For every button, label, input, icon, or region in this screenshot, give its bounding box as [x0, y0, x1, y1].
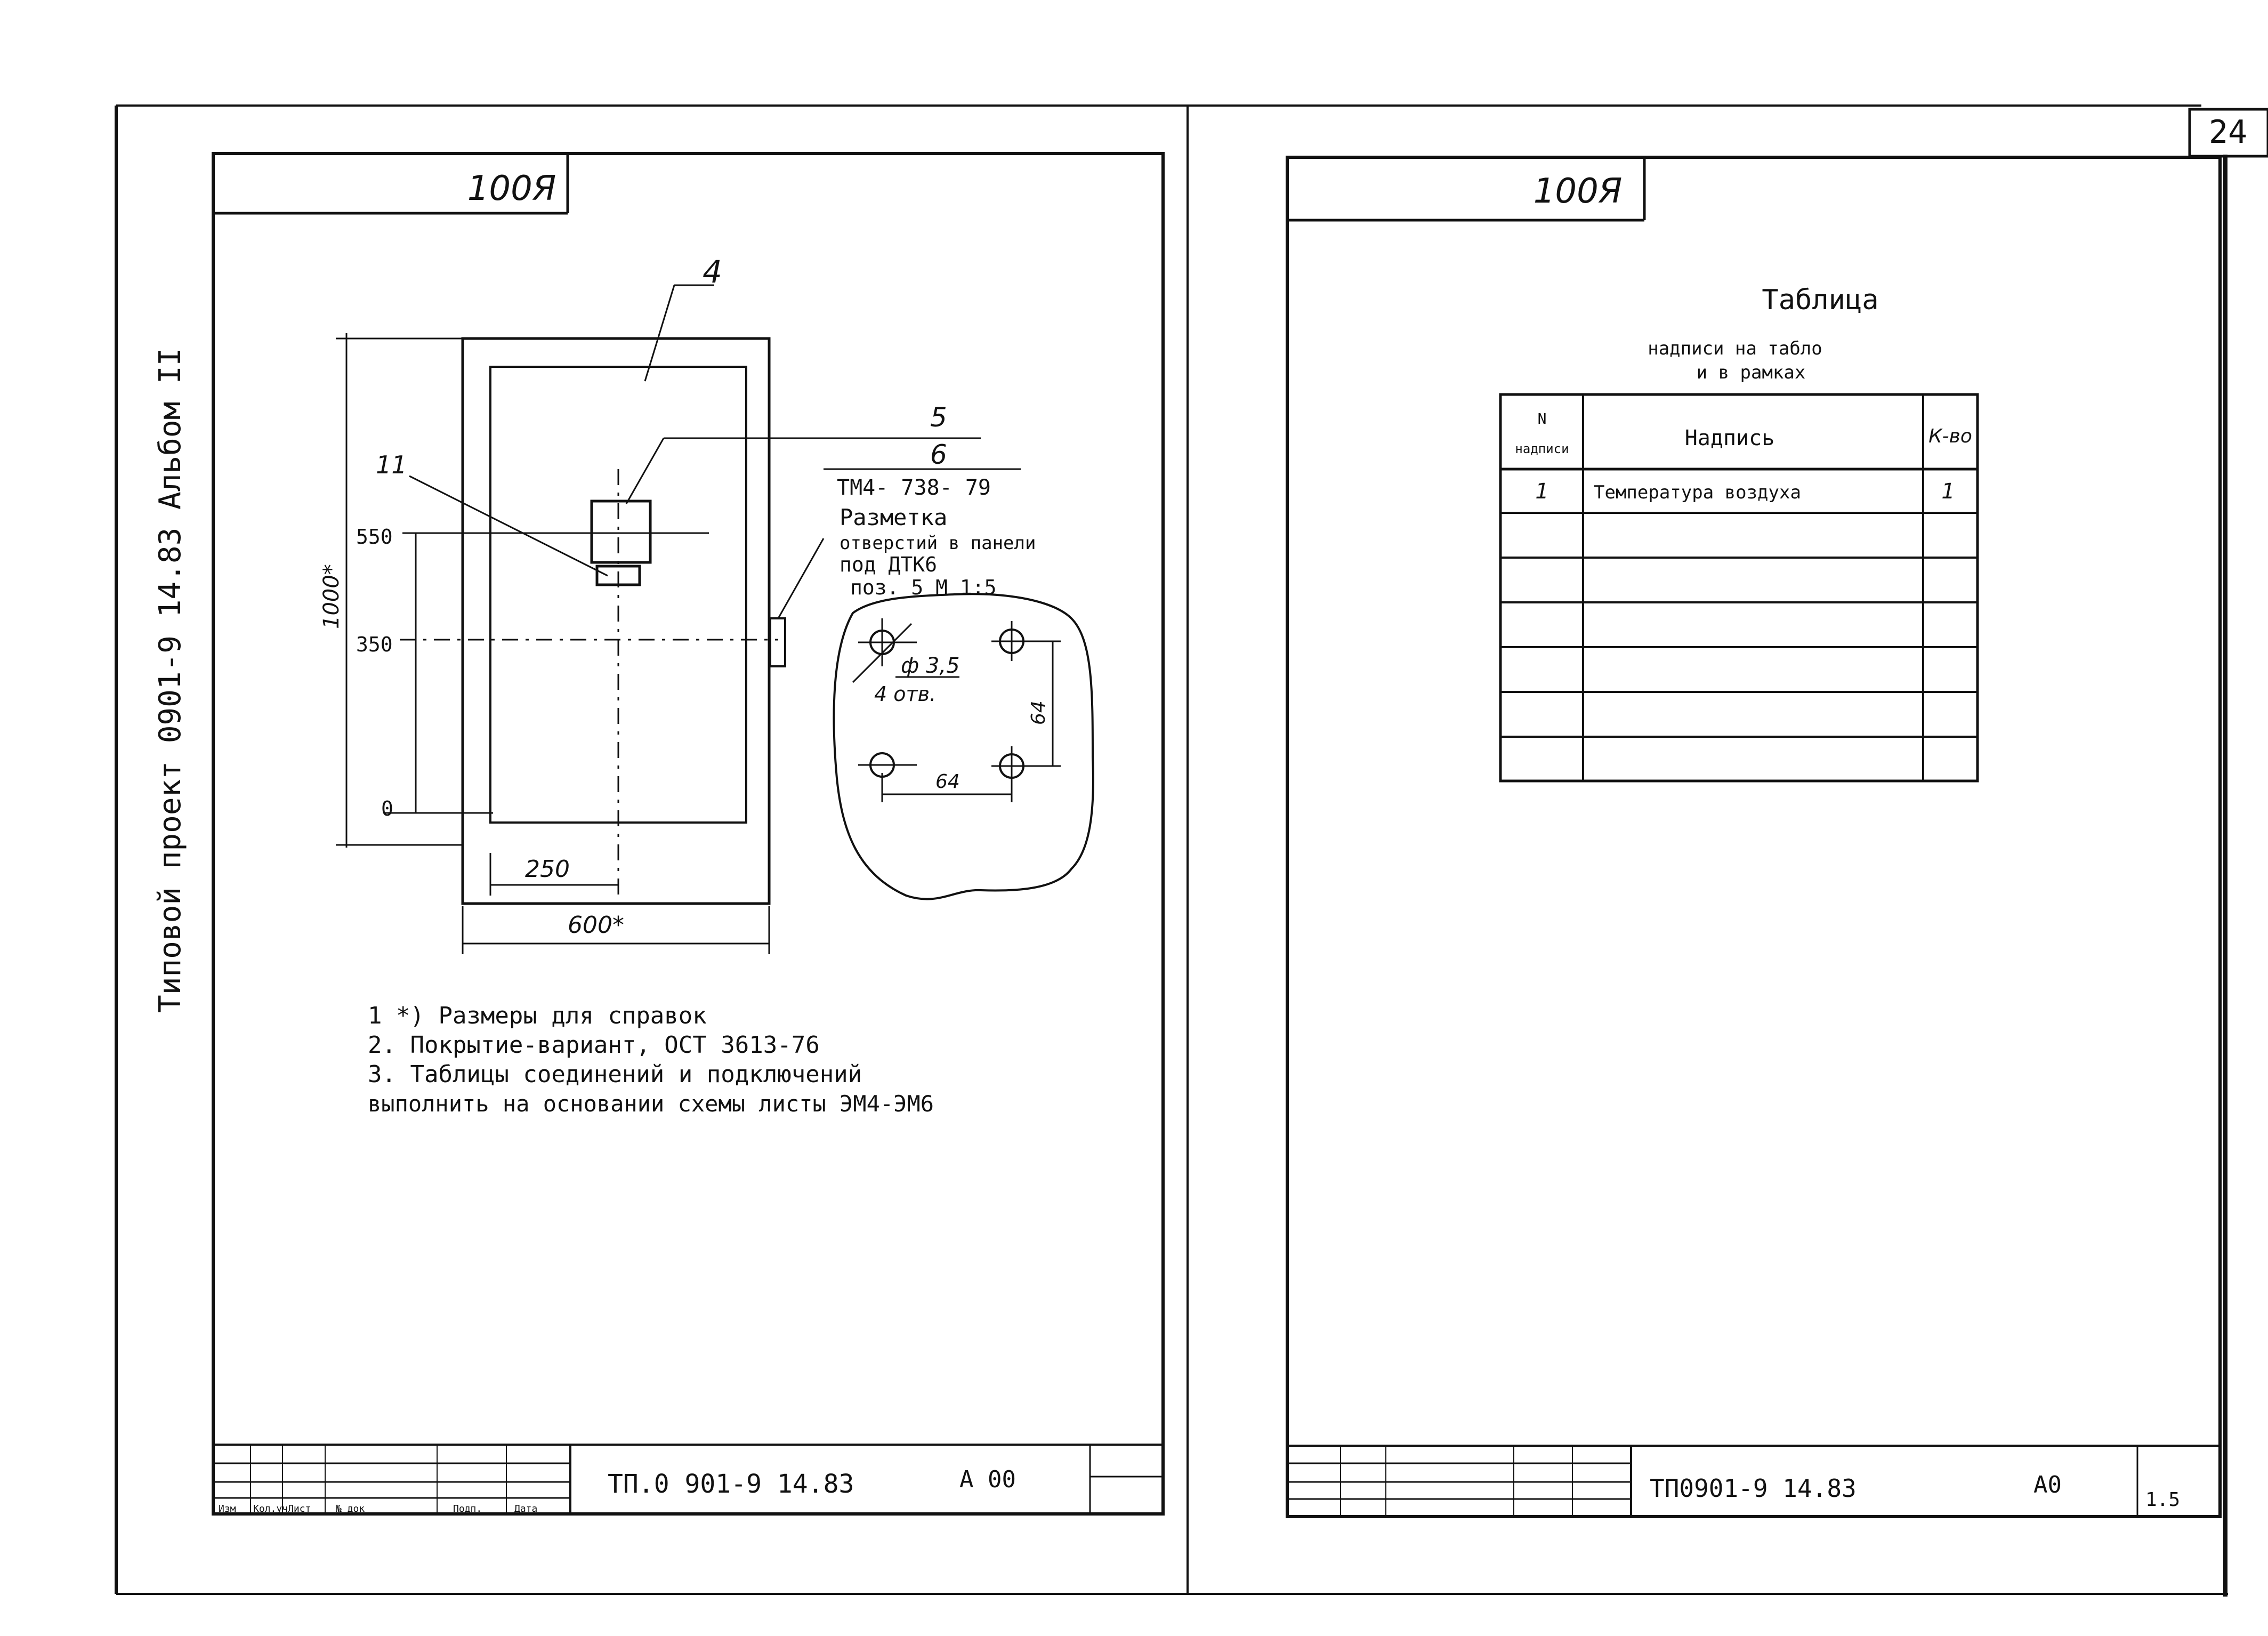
- left-sheet: 100Я: [212, 152, 1165, 1516]
- dim-600: 600*: [568, 912, 624, 939]
- notes: 1 *) Размеры для справок 2. Покрытие-вар…: [368, 1002, 934, 1117]
- note-2: 2. Покрытие-вариант, ОСТ 3613-76: [368, 1031, 820, 1059]
- markup-line3: под ДТК6: [840, 553, 937, 576]
- right-title-code: ТП0901-9 14.83: [1650, 1474, 1857, 1503]
- col-header-num-2: надписи: [1515, 441, 1569, 456]
- right-code-box: 100Я: [1533, 172, 1623, 211]
- leader-4: 4: [703, 254, 722, 290]
- table-title: Таблица: [1762, 284, 1878, 316]
- table-subtitle-2: и в рамках: [1697, 362, 1806, 383]
- hole-count: 4 отв.: [874, 682, 936, 706]
- outer-frame: [115, 104, 2228, 1597]
- right-title-block: [1287, 1445, 2220, 1517]
- row-1-text: Температура воздуха: [1594, 482, 1801, 503]
- note-4: выполнить на основании схемы листы ЭМ4-Э…: [368, 1091, 934, 1117]
- left-title-code: ТП.0 901-9 14.83: [608, 1469, 854, 1499]
- right-title-sheet-num: 1.5: [2145, 1489, 2180, 1511]
- markup-line2: отверстий в панели: [840, 533, 1036, 554]
- leader-6: 6: [930, 439, 947, 470]
- left-code-box: 100Я: [467, 169, 556, 208]
- dim-0: 0: [381, 797, 393, 820]
- hole-spacing-y: 64: [1028, 700, 1050, 725]
- row-1-qty: 1: [1941, 479, 1955, 504]
- row-1-num: 1: [1535, 479, 1548, 504]
- right-title-sheet-ref: А0: [2033, 1471, 2062, 1498]
- left-title-label-4: № док: [336, 1503, 365, 1514]
- markup-title: Разметка: [840, 504, 947, 530]
- left-title-label-6: Дата: [514, 1503, 537, 1514]
- left-title-sheet-ref: А 00: [959, 1466, 1016, 1493]
- sheet-number-box: 24: [2188, 108, 2268, 158]
- dim-350: 350: [356, 633, 393, 656]
- panel-drawing: [336, 284, 1021, 954]
- leader-5: 5: [930, 402, 947, 433]
- leader-11: 11: [376, 450, 407, 479]
- note-1: 1 *) Размеры для справок: [368, 1002, 707, 1029]
- hole-spacing-x: 64: [935, 771, 960, 793]
- inscriptions-table: [1499, 393, 1979, 783]
- hole-diameter: ф 3,5: [901, 654, 960, 678]
- col-header-qty: К-во: [1928, 425, 1972, 447]
- note-3: 3. Таблицы соединений и подключений: [368, 1061, 862, 1088]
- dim-250: 250: [525, 856, 570, 883]
- left-title-label-2: Кол.уч: [253, 1503, 288, 1514]
- col-header-num-1: N: [1538, 410, 1547, 428]
- right-sheet: 100Я Таблица надписи на табло и в рамках…: [1286, 156, 2222, 1518]
- left-title-label-3: Лист: [288, 1503, 311, 1514]
- dim-height: 1000*: [319, 564, 344, 629]
- left-title-label-5: Подп.: [453, 1503, 482, 1514]
- table-row: 1 Температура воздуха 1: [1535, 479, 1955, 504]
- hole-markup-detail: [833, 593, 1094, 900]
- col-header-text: Надпись: [1685, 426, 1775, 450]
- side-margin-text: Типовой проект 0901-9 14.83 Альбом II: [153, 348, 188, 1013]
- dim-550: 550: [356, 525, 393, 549]
- table-subtitle-1: надписи на табло: [1648, 338, 1822, 359]
- left-title-block: [213, 1444, 1163, 1514]
- callout-drawing-code: ТМ4- 738- 79: [837, 476, 991, 500]
- left-title-label-1: Изм: [219, 1503, 236, 1514]
- sheet-number: 24: [2209, 114, 2247, 151]
